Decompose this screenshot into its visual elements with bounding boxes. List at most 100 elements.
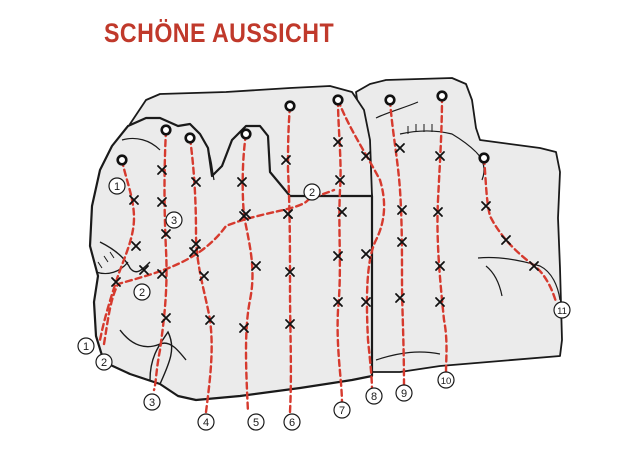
cross-bolt-icon — [157, 165, 167, 175]
cross-bolt-icon — [397, 205, 407, 215]
route-label-2: 2 — [95, 353, 113, 371]
cross-bolt-icon — [337, 207, 347, 217]
cross-bolt-icon — [139, 265, 149, 275]
route-label-number: 1 — [83, 341, 89, 353]
route-label-number: 5 — [253, 417, 259, 429]
route-label-circle — [133, 283, 151, 301]
route-label-number: 7 — [339, 405, 345, 417]
route-label-circle — [143, 393, 161, 411]
cross-bolt-icon — [239, 211, 249, 221]
route-label-number: 10 — [441, 376, 452, 387]
route-label-circle — [333, 401, 351, 419]
route-label-1: 1 — [108, 177, 126, 195]
route-label-9: 9 — [395, 384, 413, 402]
cross-bolt-icon — [199, 271, 209, 281]
rock-contour — [121, 137, 161, 151]
cross-bolt-icon — [361, 151, 371, 161]
cross-bolt-icon — [285, 319, 295, 329]
cross-bolt-icon — [239, 323, 249, 333]
cross-bolt-icon — [361, 297, 371, 307]
cross-bolt-icon — [283, 209, 293, 219]
route-label-number: 2 — [101, 357, 107, 369]
cross-bolt-icon — [435, 261, 445, 271]
route-line-1 — [98, 158, 136, 342]
cross-bolt-icon — [161, 229, 171, 239]
bolts-layer — [111, 137, 539, 333]
cross-bolt-icon — [157, 197, 167, 207]
route-line-8 — [336, 98, 386, 392]
rock-contour — [207, 149, 215, 181]
cross-bolt-icon — [435, 151, 445, 161]
ring-anchor-icon — [240, 128, 252, 140]
cross-bolt-icon — [435, 297, 445, 307]
cross-bolt-icon — [397, 237, 407, 247]
anchors-layer — [116, 90, 490, 166]
route-label-number: 11 — [557, 306, 567, 317]
cross-bolt-icon — [395, 293, 405, 303]
route-label-11: 11 — [553, 301, 571, 319]
cross-bolt-icon — [501, 235, 511, 245]
rock-contour — [375, 101, 419, 119]
cross-bolt-icon — [333, 137, 343, 147]
route-label-number: 3 — [171, 215, 177, 227]
ring-anchor-icon — [284, 100, 296, 112]
rock-contour — [475, 151, 485, 181]
cross-bolt-icon — [237, 177, 247, 187]
cross-bolt-icon — [157, 269, 167, 279]
route-label-circle — [95, 353, 113, 371]
rock-contour — [99, 241, 151, 273]
route-label-circle — [165, 211, 183, 229]
ring-anchor-icon — [384, 94, 396, 106]
cross-bolt-icon — [361, 249, 371, 259]
route-label-circle — [77, 337, 95, 355]
cross-bolt-icon — [191, 177, 201, 187]
route-label-circle — [108, 177, 126, 195]
rock-contour — [95, 261, 129, 275]
route-label-2: 2 — [133, 283, 151, 301]
route-line-9 — [388, 98, 406, 390]
rock-contour — [485, 265, 503, 297]
route-label-circle — [303, 183, 321, 201]
route-label-1: 1 — [77, 337, 95, 355]
rock-crack — [407, 124, 433, 134]
route-label-circle — [437, 371, 455, 389]
route-label-circle — [553, 301, 571, 319]
route-label-10: 10 — [437, 371, 455, 389]
route-label-circle — [197, 413, 215, 431]
route-line-2 — [102, 188, 336, 346]
route-line-6 — [286, 104, 293, 414]
page-title: SCHÖNE AUSSICHT — [104, 18, 335, 48]
route-label-3: 3 — [143, 393, 161, 411]
route-line-10 — [436, 94, 448, 374]
route-label-number: 4 — [203, 417, 209, 429]
route-label-number: 2 — [139, 287, 145, 299]
route-label-number: 1 — [114, 181, 120, 193]
route-label-circle — [247, 413, 265, 431]
cross-bolt-icon — [205, 315, 215, 325]
cross-bolt-icon — [281, 155, 291, 165]
route-line-7 — [336, 98, 344, 406]
cross-bolt-icon — [285, 267, 295, 277]
ring-anchor-icon — [332, 94, 344, 106]
rock-contour — [149, 330, 173, 385]
cross-bolt-icon — [433, 207, 443, 217]
cross-bolt-icon — [131, 241, 141, 251]
cross-bolt-icon — [161, 313, 171, 323]
cross-bolt-icon — [191, 239, 201, 249]
cross-bolt-icon — [395, 143, 405, 153]
ring-anchor-icon — [436, 90, 448, 102]
ring-anchor-icon — [116, 154, 128, 166]
ring-anchor-icon — [160, 124, 172, 136]
rock-contour — [477, 256, 561, 301]
route-label-circle — [395, 384, 413, 402]
route-label-8: 8 — [365, 387, 383, 405]
route-label-number: 2 — [309, 187, 315, 199]
cross-bolt-icon — [189, 247, 199, 257]
route-label-number: 6 — [289, 417, 295, 429]
route-label-4: 4 — [197, 413, 215, 431]
rock-contour — [375, 351, 441, 361]
cross-bolt-icon — [333, 251, 343, 261]
rock-face — [88, 77, 563, 402]
